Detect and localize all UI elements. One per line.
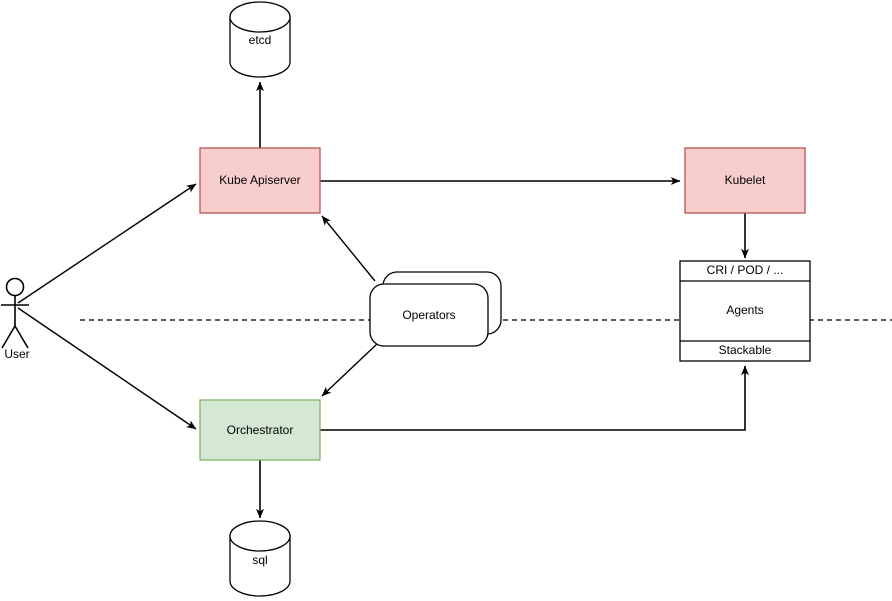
agents-footer-label: Stackable xyxy=(718,343,772,357)
user-leg-right xyxy=(14,325,29,349)
node-operators[interactable] xyxy=(369,271,502,347)
node-kube-apiserver[interactable] xyxy=(199,147,321,214)
node-label-user: User xyxy=(4,347,30,361)
edge-orchestrator-to-agents xyxy=(320,365,749,431)
node-user[interactable] xyxy=(1,277,29,349)
edge-operators-to-apiserver xyxy=(321,215,376,282)
agents-header-label: CRI / POD / ... xyxy=(706,263,784,277)
node-label-sql: sql xyxy=(252,553,268,567)
node-sql[interactable] xyxy=(229,520,291,597)
edge-user-to-orchestrator xyxy=(17,307,197,430)
node-label-kubelet: Kubelet xyxy=(724,173,766,187)
node-label-kube-apiserver: Kube Apiserver xyxy=(219,173,301,187)
node-agents[interactable] xyxy=(679,260,811,362)
node-orchestrator[interactable] xyxy=(199,399,321,461)
operators-front-card xyxy=(369,283,489,347)
agents-body-label: Agents xyxy=(726,303,764,317)
node-kubelet[interactable] xyxy=(684,147,806,214)
node-label-operators: Operators xyxy=(402,308,456,322)
node-label-orchestrator: Orchestrator xyxy=(226,423,294,437)
user-head-icon xyxy=(5,277,25,297)
edge-user-to-apiserver xyxy=(17,183,197,304)
user-leg-left xyxy=(1,325,16,349)
node-label-etcd: etcd xyxy=(248,33,272,47)
node-etcd[interactable] xyxy=(229,1,291,78)
edge-operators-to-orchestrator xyxy=(321,342,379,397)
